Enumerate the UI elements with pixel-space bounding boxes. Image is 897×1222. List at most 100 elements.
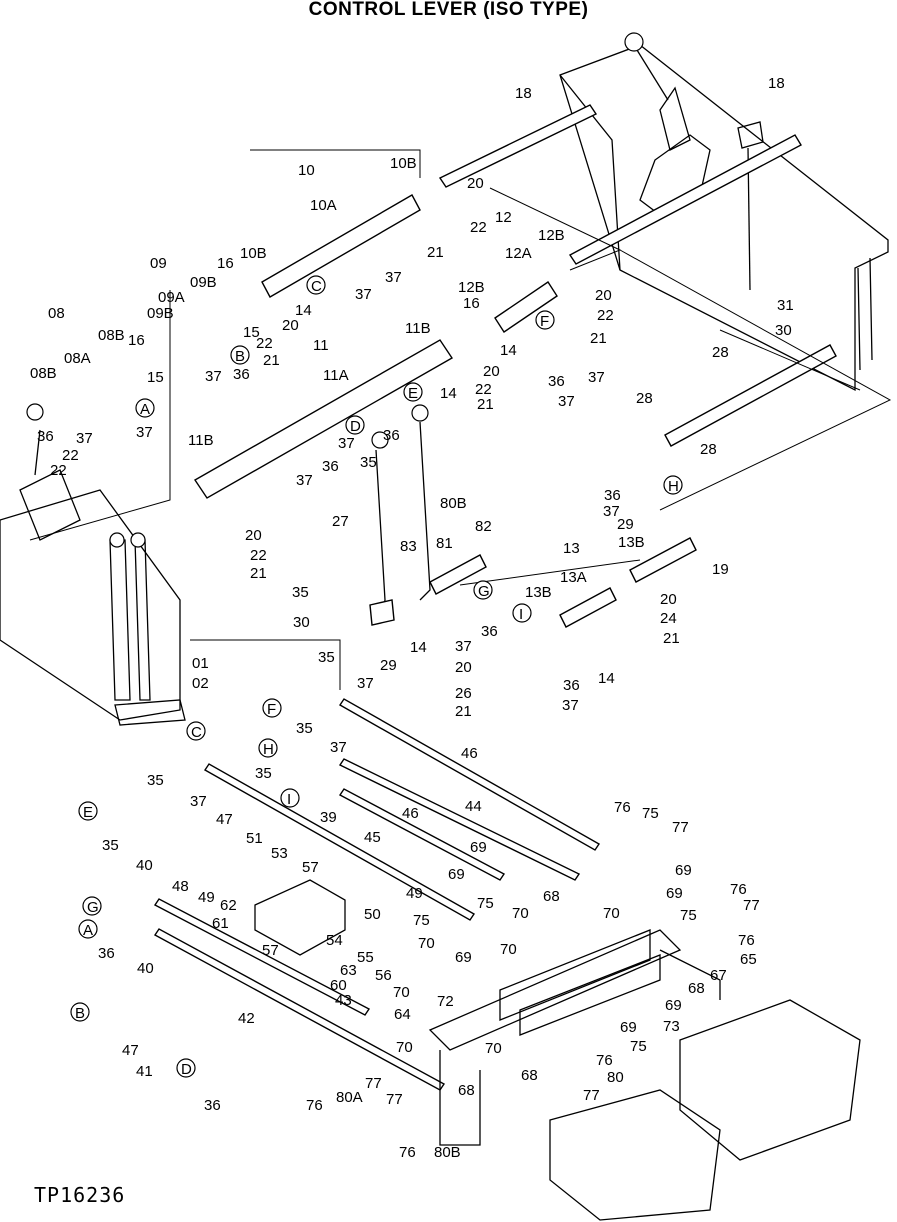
part-label: 12B	[538, 227, 565, 244]
diagram-title: CONTROL LEVER (ISO TYPE)	[308, 0, 589, 20]
part-label: 43	[335, 992, 352, 1009]
rod-10	[261, 194, 421, 298]
part-label: 22	[62, 447, 79, 464]
part-label: 10A	[310, 197, 337, 214]
part-label: 14	[440, 385, 457, 402]
part-label: 69	[455, 949, 472, 966]
part-label: 77	[743, 897, 760, 914]
part-label: 10B	[390, 155, 417, 172]
part-label: 37	[190, 793, 207, 810]
part-label: 35	[360, 454, 377, 471]
part-label: 68	[688, 980, 705, 997]
part-label: 09A	[158, 289, 185, 306]
part-label: 73	[663, 1018, 680, 1035]
part-label: 21	[263, 352, 280, 369]
part-label: 37	[357, 675, 374, 692]
part-label: 08A	[64, 350, 91, 367]
part-label: 21	[590, 330, 607, 347]
part-label: 29	[617, 516, 634, 533]
callout-label: I	[519, 606, 523, 623]
callout-I-1: I	[512, 603, 532, 623]
part-label: 69	[470, 839, 487, 856]
part-label: 76	[596, 1052, 613, 1069]
callout-label: F	[267, 701, 276, 718]
part-label: 70	[500, 941, 517, 958]
part-label: 40	[136, 857, 153, 874]
part-label: 70	[393, 984, 410, 1001]
part-label: 36	[563, 677, 580, 694]
part-label: 54	[326, 932, 343, 949]
part-label: 37	[562, 697, 579, 714]
part-label: 36	[548, 373, 565, 390]
part-label: 22	[470, 219, 487, 236]
part-label: 37	[136, 424, 153, 441]
part-label: 60	[330, 977, 347, 994]
part-label: 20	[282, 317, 299, 334]
part-label: 15	[243, 324, 260, 341]
part-label: 72	[437, 993, 454, 1010]
part-label: 09B	[147, 305, 174, 322]
part-label: 36	[604, 487, 621, 504]
part-label: 22	[475, 381, 492, 398]
part-label: 16	[217, 255, 234, 272]
part-label: 21	[663, 630, 680, 647]
callout-label: G	[478, 583, 490, 600]
part-label: 08B	[30, 365, 57, 382]
part-label: 20	[483, 363, 500, 380]
part-label: 64	[394, 1006, 411, 1023]
callout-E-1: E	[403, 382, 423, 402]
part-label: 56	[375, 967, 392, 984]
part-label: 15	[147, 369, 164, 386]
callout-label: C	[191, 724, 202, 741]
part-label: 77	[672, 819, 689, 836]
callout-label: C	[311, 278, 322, 295]
part-label: 82	[475, 518, 492, 535]
part-label: 36	[233, 366, 250, 383]
callout-B-1: B	[230, 345, 250, 365]
part-label: 76	[738, 932, 755, 949]
part-label: 80B	[434, 1144, 461, 1161]
part-label: 63	[340, 962, 357, 979]
part-label: 22	[250, 547, 267, 564]
part-label: 68	[521, 1067, 538, 1084]
part-label: 08B	[98, 327, 125, 344]
part-label: 28	[700, 441, 717, 458]
part-label: 37	[588, 369, 605, 386]
part-label: 22	[50, 462, 67, 479]
part-label: 70	[418, 935, 435, 952]
callout-D-2: D	[176, 1058, 196, 1078]
part-label: 70	[512, 905, 529, 922]
part-label: 47	[122, 1042, 139, 1059]
part-label: 80A	[336, 1089, 363, 1106]
part-label: 57	[302, 859, 319, 876]
part-label: 18	[768, 75, 785, 92]
part-label: 75	[413, 912, 430, 929]
rod-80	[429, 554, 487, 595]
figure-code: TP16236	[34, 1183, 126, 1207]
part-label: 30	[293, 614, 310, 631]
part-number-labels: 01 02 08 08A 08B 08B 09 09A 09B 09B 10 1…	[30, 75, 794, 1161]
part-label: 20	[660, 591, 677, 608]
part-label: 36	[322, 458, 339, 475]
part-label: 62	[220, 897, 237, 914]
callout-label: H	[668, 478, 679, 495]
part-label: 01	[192, 655, 209, 672]
part-label: 21	[250, 565, 267, 582]
part-label: 13	[563, 540, 580, 557]
part-label: 83	[400, 538, 417, 555]
part-label: 75	[642, 805, 659, 822]
callout-A-1: A	[135, 398, 155, 418]
part-label: 61	[212, 915, 229, 932]
part-label: 14	[295, 302, 312, 319]
bottom-linkage-assembly	[254, 879, 721, 1146]
part-label: 36	[481, 623, 498, 640]
part-label: 65	[740, 951, 757, 968]
part-label: 26	[455, 685, 472, 702]
part-label: 37	[296, 472, 313, 489]
cables	[153, 698, 600, 1091]
part-label: 45	[364, 829, 381, 846]
part-label: 13B	[618, 534, 645, 551]
part-label: 40	[137, 960, 154, 977]
part-label: 12	[495, 209, 512, 226]
part-label: 11B	[188, 432, 214, 449]
